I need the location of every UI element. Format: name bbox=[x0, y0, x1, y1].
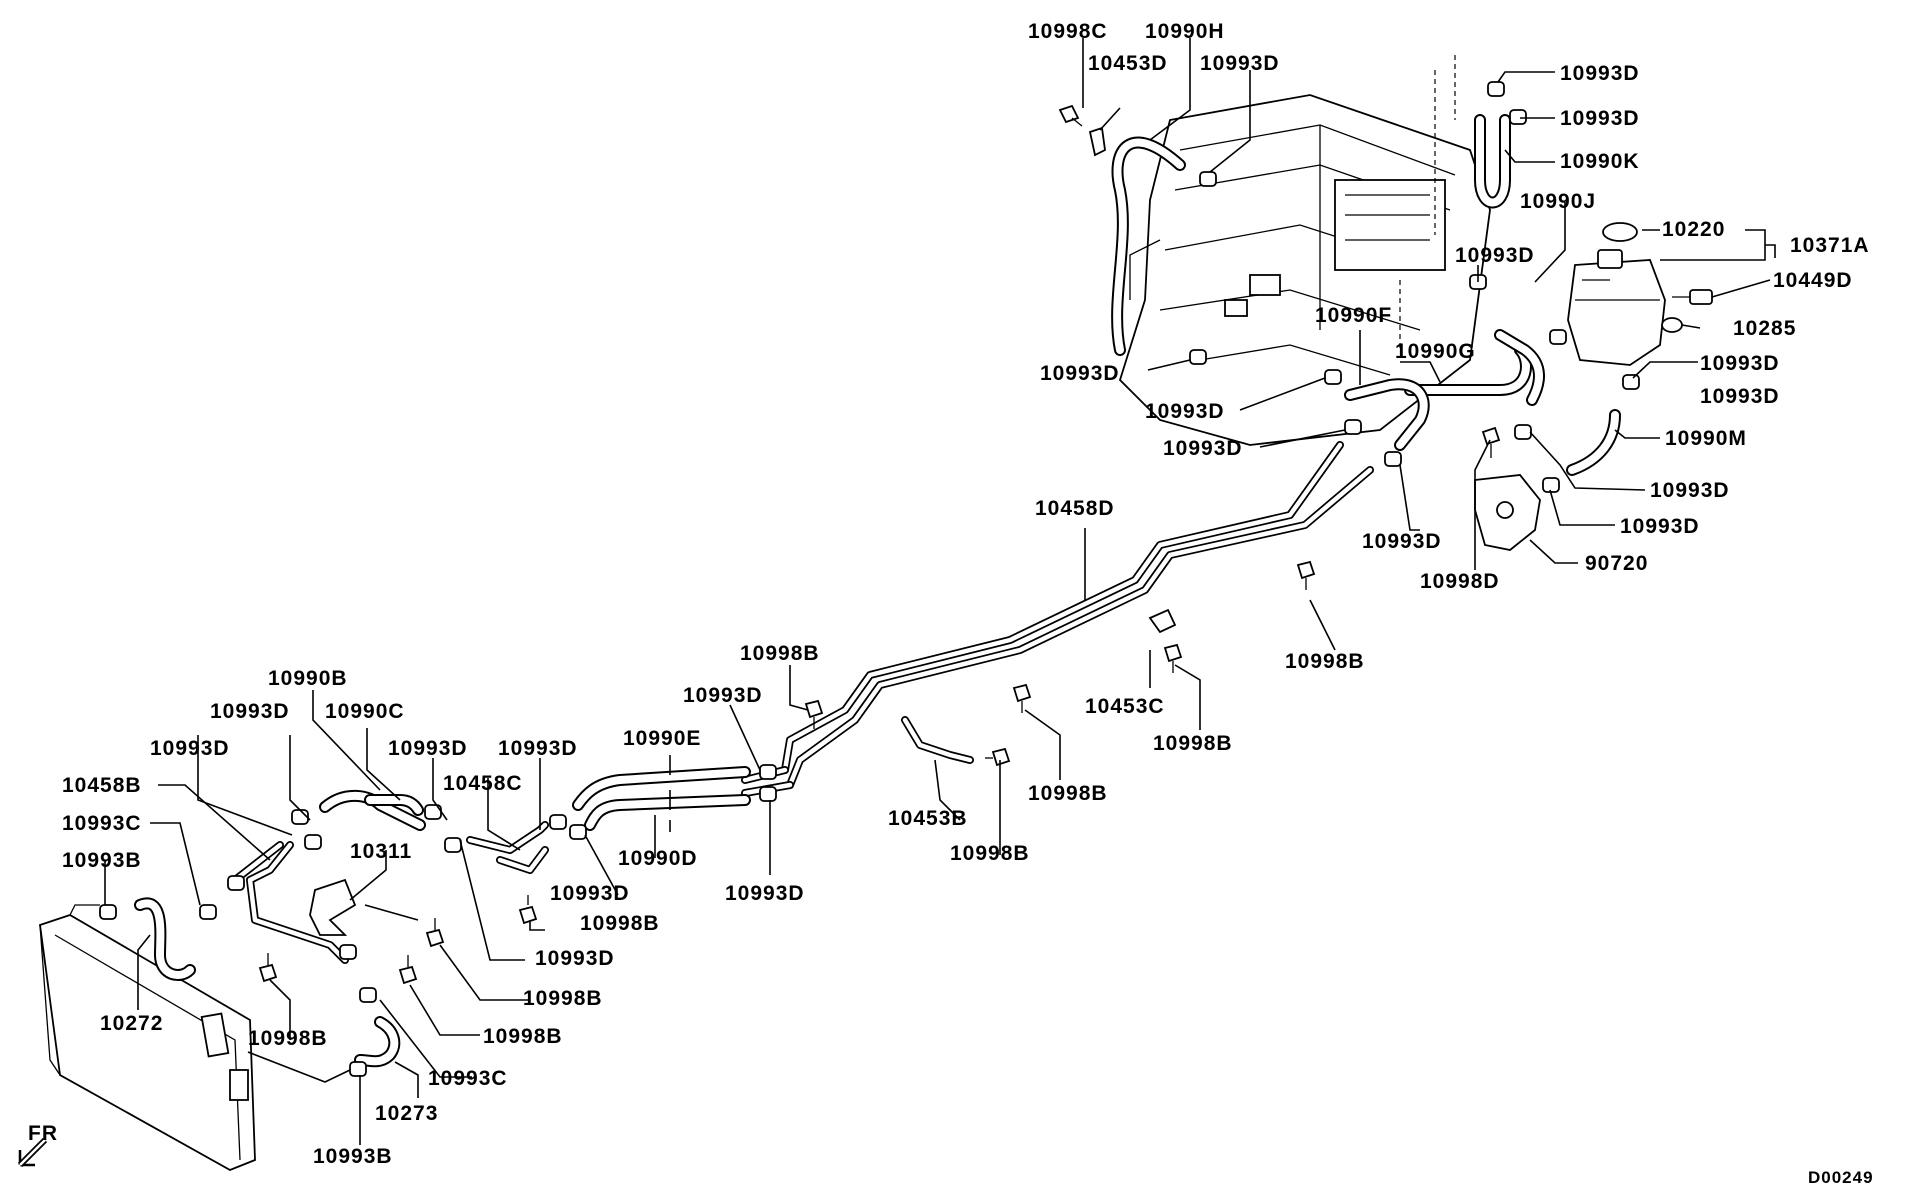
label-10993d: 10993D bbox=[1700, 352, 1780, 375]
label-10458c: 10458C bbox=[443, 772, 523, 795]
label-fr: FR bbox=[28, 1122, 58, 1145]
hose-10990j bbox=[1494, 329, 1545, 406]
pipe-10458c bbox=[466, 821, 549, 874]
tank-washer bbox=[1661, 317, 1683, 333]
front-arrow-icon bbox=[17, 1137, 48, 1168]
hose-10272 bbox=[134, 897, 196, 981]
label-10993d: 10993D bbox=[1560, 62, 1640, 85]
label-10993d: 10993D bbox=[725, 882, 805, 905]
label-10993d: 10993D bbox=[1163, 437, 1243, 460]
label-10990j: 10990J bbox=[1520, 190, 1596, 213]
mounting-bolt bbox=[258, 104, 1501, 985]
label-10993d: 10993D bbox=[683, 684, 763, 707]
pipe-10458d-lower bbox=[786, 466, 1374, 789]
label-10993c: 10993C bbox=[428, 1067, 508, 1090]
clip-10453d bbox=[1088, 126, 1106, 157]
label-10993d: 10993D bbox=[1145, 400, 1225, 423]
reservoir-cap bbox=[1602, 222, 1638, 242]
hose-10990h bbox=[1111, 136, 1186, 356]
reservoir-tank bbox=[1567, 249, 1666, 366]
hose-10990m bbox=[1566, 409, 1621, 476]
leader-lines bbox=[104, 38, 1776, 1145]
label-10993d: 10993D bbox=[1560, 107, 1640, 130]
label-10371a: 10371A bbox=[1790, 234, 1870, 257]
label-10453b: 10453B bbox=[888, 807, 968, 830]
label-10993d: 10993D bbox=[210, 700, 290, 723]
label-10998b: 10998B bbox=[580, 912, 660, 935]
label-10993d: 10993D bbox=[535, 947, 615, 970]
diagram-code: D00249 bbox=[1808, 1168, 1874, 1187]
label-10272: 10272 bbox=[100, 1012, 163, 1035]
label-10993c: 10993C bbox=[62, 812, 142, 835]
label-10990c: 10990C bbox=[325, 700, 405, 723]
label-10998b: 10998B bbox=[740, 642, 820, 665]
tank-bolt bbox=[1672, 289, 1713, 305]
label-10993d: 10993D bbox=[1650, 479, 1730, 502]
pipe-10458b bbox=[231, 841, 349, 964]
label-10220: 10220 bbox=[1662, 218, 1725, 241]
label-10458b: 10458B bbox=[62, 774, 142, 797]
label-10990g: 10990G bbox=[1395, 340, 1476, 363]
label-10998b: 10998B bbox=[523, 987, 603, 1010]
label-10998c: 10998C bbox=[1028, 20, 1108, 43]
hose-clamp bbox=[99, 81, 1640, 1077]
label-10453c: 10453C bbox=[1085, 695, 1165, 718]
label-10993d: 10993D bbox=[1455, 244, 1535, 267]
label-10311: 10311 bbox=[350, 840, 412, 863]
label-10993b: 10993B bbox=[62, 849, 142, 872]
hose-10990g bbox=[1404, 344, 1532, 396]
label-90720: 90720 bbox=[1585, 552, 1648, 575]
label-10993d: 10993D bbox=[550, 882, 630, 905]
label-10993d: 10993D bbox=[498, 737, 578, 760]
label-10998b: 10998B bbox=[248, 1027, 328, 1050]
hose-10990c bbox=[364, 794, 424, 816]
label-10458d: 10458D bbox=[1035, 497, 1115, 520]
label-10993d: 10993D bbox=[150, 737, 230, 760]
pump-90720 bbox=[1474, 474, 1541, 551]
label-10449d: 10449D bbox=[1773, 269, 1853, 292]
label-10998d: 10998D bbox=[1420, 570, 1500, 593]
hose-10990k bbox=[1474, 114, 1511, 209]
label-10990e: 10990E bbox=[623, 727, 701, 750]
label-10273: 10273 bbox=[375, 1102, 438, 1125]
label-10993d: 10993D bbox=[1362, 530, 1442, 553]
radiator bbox=[39, 904, 256, 1171]
hose-10990f bbox=[1344, 378, 1430, 451]
label-10998b: 10998B bbox=[1285, 650, 1365, 673]
part-labels: 10998C 10990H 10453D 10993D 10993D 10993… bbox=[28, 20, 1874, 1187]
hose-10990d bbox=[584, 794, 751, 831]
label-10990f: 10990F bbox=[1315, 304, 1392, 327]
hose-10990e bbox=[572, 766, 751, 811]
label-10990m: 10990M bbox=[1665, 427, 1747, 450]
label-10993d: 10993D bbox=[1040, 362, 1120, 385]
label-10998b: 10998B bbox=[950, 842, 1030, 865]
bracket-10311 bbox=[309, 878, 357, 936]
label-10453d: 10453D bbox=[1088, 52, 1168, 75]
label-10990k: 10990K bbox=[1560, 150, 1640, 173]
label-10990b: 10990B bbox=[268, 667, 348, 690]
label-10993d: 10993D bbox=[388, 737, 468, 760]
label-10990d: 10990D bbox=[618, 847, 698, 870]
label-10285: 10285 bbox=[1733, 317, 1796, 340]
label-10993d: 10993D bbox=[1620, 515, 1700, 538]
hose-10273 bbox=[354, 1016, 401, 1068]
hose-10453b bbox=[901, 716, 974, 764]
label-10993b: 10993B bbox=[313, 1145, 393, 1168]
label-10993d: 10993D bbox=[1700, 385, 1780, 408]
label-10998b: 10998B bbox=[1028, 782, 1108, 805]
label-10993d: 10993D bbox=[1200, 52, 1280, 75]
label-10990h: 10990H bbox=[1145, 20, 1225, 43]
label-10998b: 10998B bbox=[483, 1025, 563, 1048]
label-10998b: 10998B bbox=[1153, 732, 1233, 755]
clip-10453c bbox=[1148, 608, 1177, 634]
pipe-10458d-upper bbox=[781, 441, 1344, 774]
